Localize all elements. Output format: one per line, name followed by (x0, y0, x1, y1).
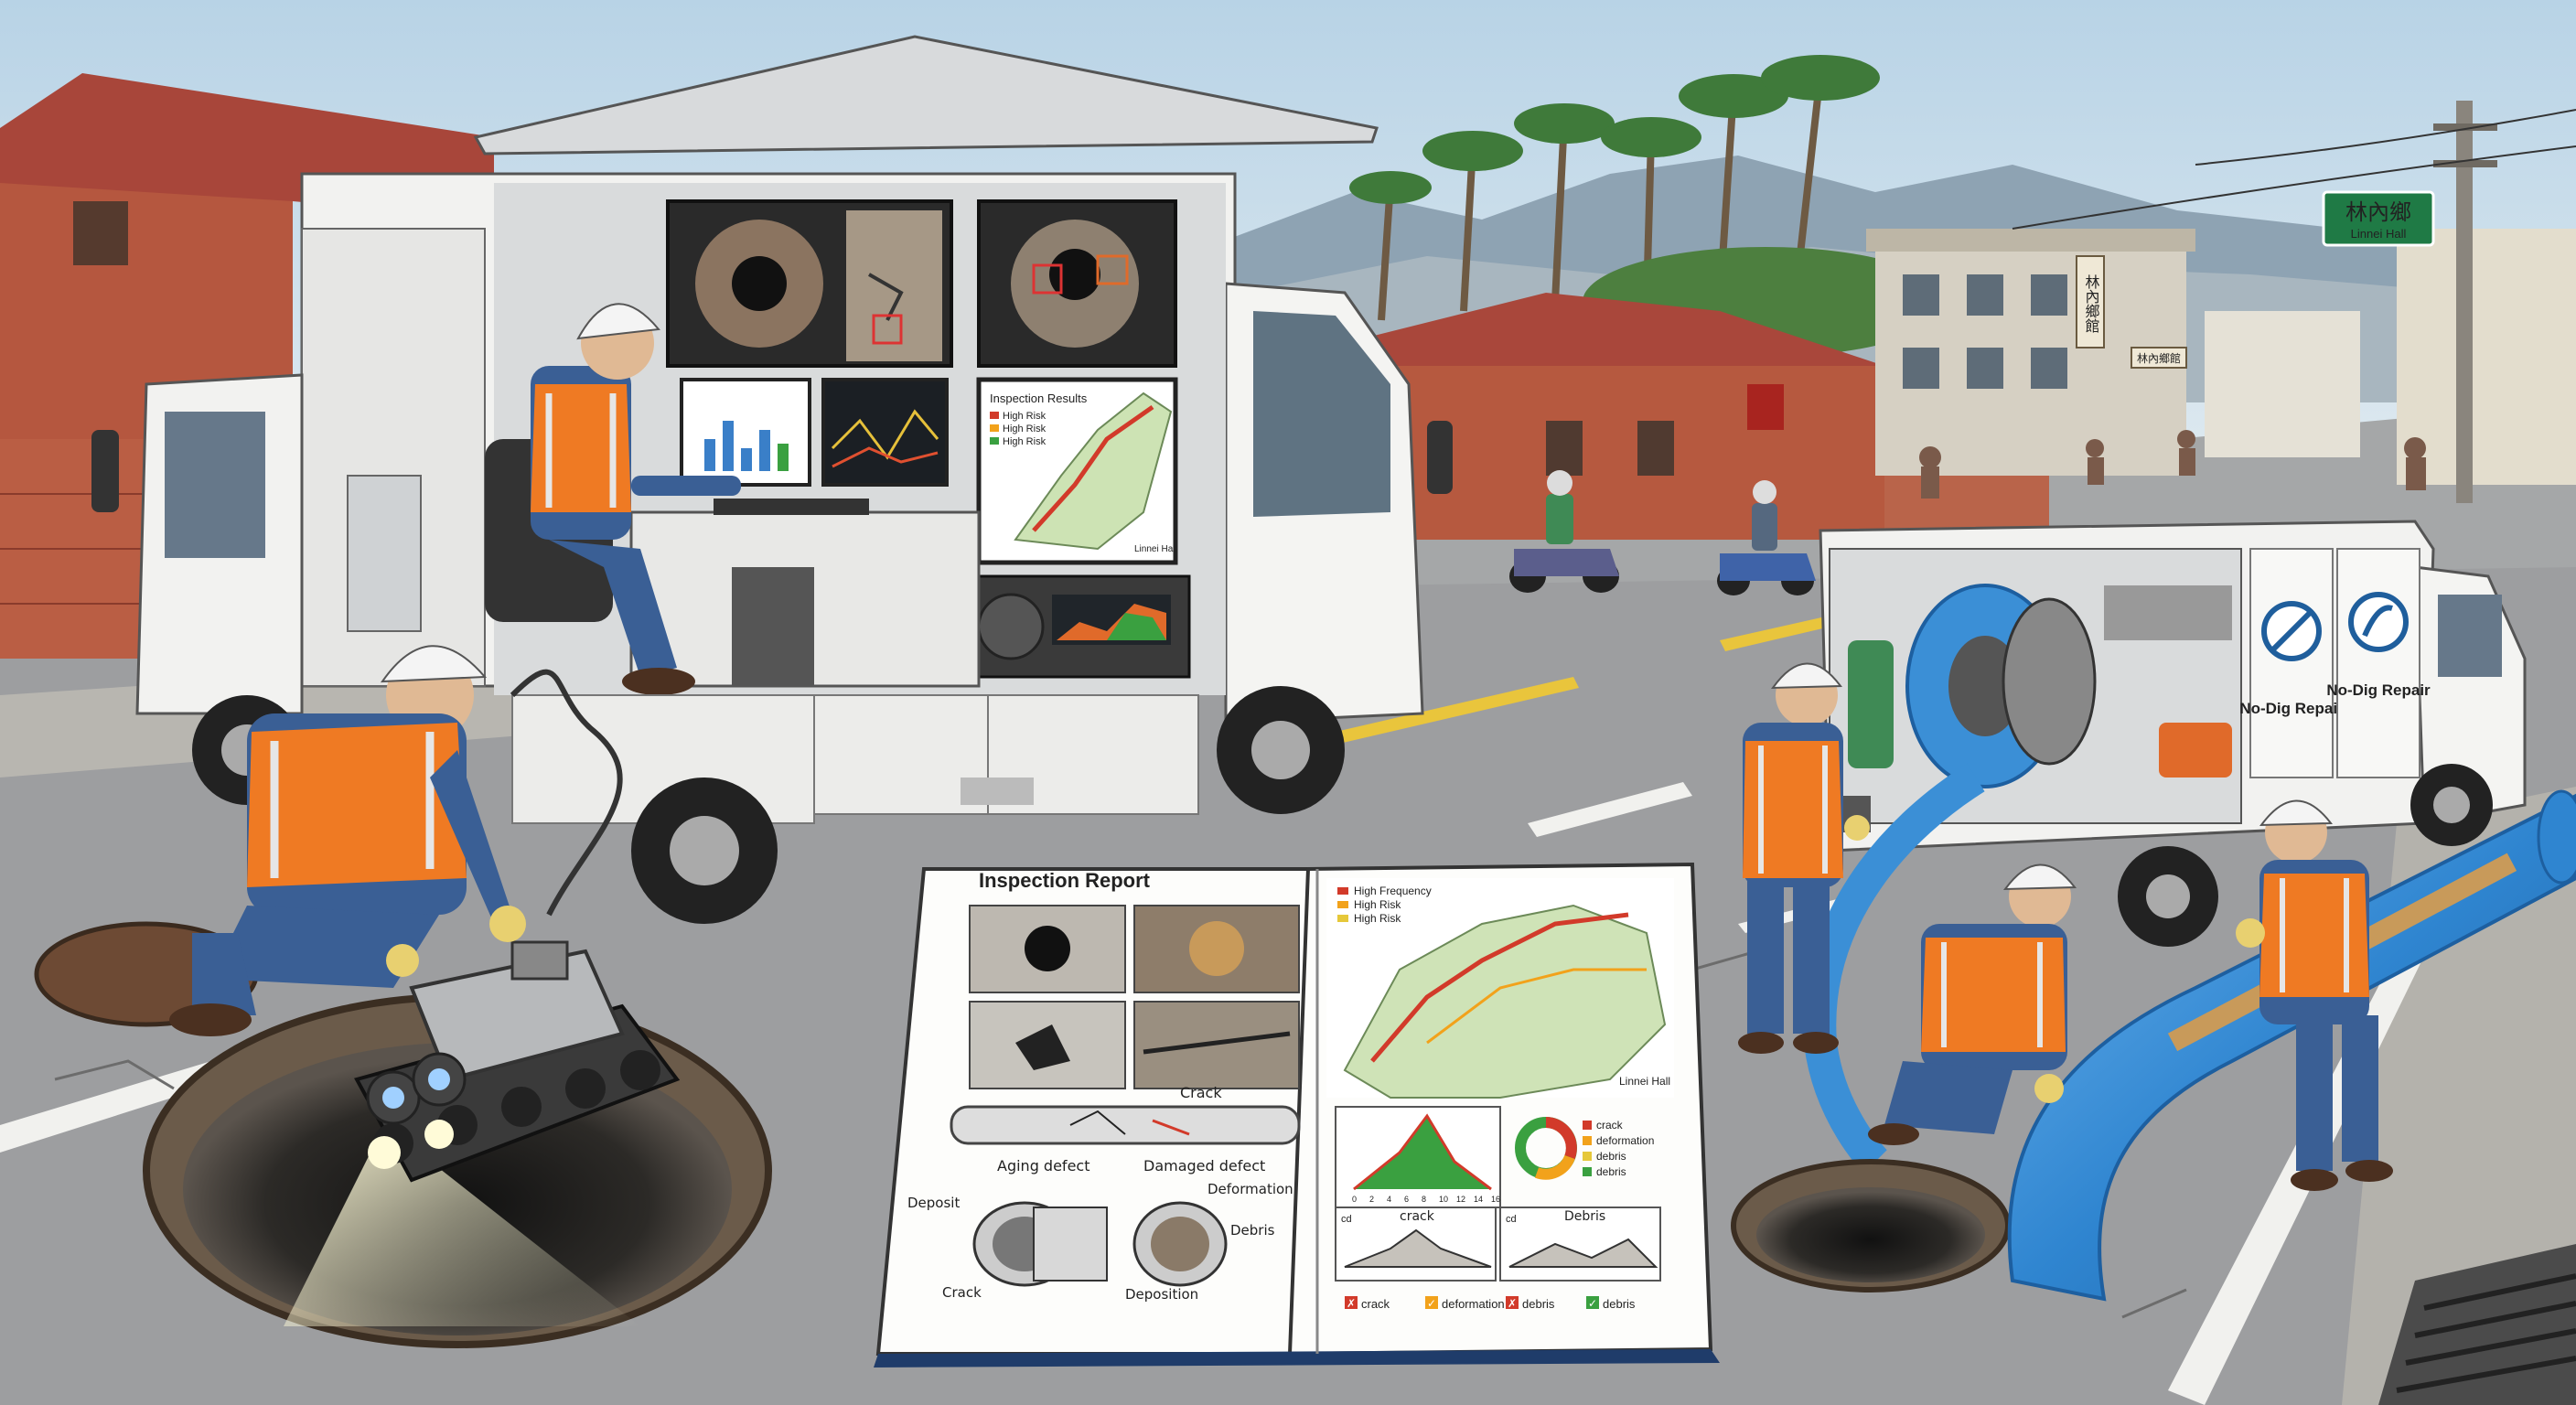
scooter-2 (1717, 480, 1816, 595)
truck-awning (473, 35, 1379, 156)
storm-drain (2378, 1244, 2576, 1405)
chart-x-tick: 16 (1491, 1195, 1500, 1204)
section-right-corner: cd (1506, 1214, 1517, 1225)
building-sign-horizontal: 林內鄉館 (2137, 351, 2181, 365)
crawler-robot (354, 940, 681, 1183)
monitor-legend-1: High Risk (1003, 411, 1046, 422)
checklist-mark: ✓ (1427, 1297, 1436, 1310)
no-dig-label-left: No-Dig Repair (2239, 700, 2344, 717)
checklist-label: deformation (1442, 1297, 1505, 1311)
no-dig-label-right: No-Dig Repair (2326, 681, 2431, 699)
building-right: 林內鄉館 林內鄉館 (1866, 229, 2576, 485)
operator-seated (485, 303, 741, 695)
report-sections: cd crack cd Debris (1335, 1207, 1661, 1282)
inspection-truck: Inspection Results High Risk High Risk H… (91, 35, 1453, 924)
checklist-mark: ✗ (1347, 1297, 1356, 1310)
label-crack-b: Crack (942, 1284, 982, 1301)
report-title: Inspection Report (979, 869, 1151, 892)
section-left-corner: cd (1341, 1214, 1352, 1225)
chart-x-tick: 10 (1439, 1195, 1448, 1204)
chart-legend-2: deformation (1596, 1134, 1654, 1147)
checklist-label: debris (1603, 1297, 1636, 1311)
chart-x-tick: 14 (1474, 1195, 1483, 1204)
robot-cable (510, 669, 623, 917)
monitor-wall (666, 199, 1177, 487)
building-sign-vertical: 林內鄉館 (2083, 274, 2100, 333)
label-debris: Debris (1230, 1222, 1275, 1239)
report-chart: 0 2 4 6 8 10 12 14 16 crack deformation debris d… (1335, 1106, 1654, 1208)
section-right-title: Debris (1564, 1209, 1605, 1224)
inspection-report: Inspection Report Crack Aging defect Dam… (874, 862, 1720, 1367)
section-left-title: crack (1400, 1209, 1435, 1224)
chart-x-tick: 2 (1369, 1195, 1374, 1204)
hose-reel (1905, 584, 2097, 788)
scooters (1509, 430, 2426, 595)
checklist-mark: ✗ (1508, 1297, 1517, 1310)
chart-x-tick: 0 (1352, 1195, 1357, 1204)
worker-standing-tablet (1738, 662, 1871, 1054)
blue-liner-pipe (2007, 789, 2576, 1302)
map-legend-2: High Risk (1354, 898, 1401, 911)
repair-truck: No-Dig Repair No-Dig Repair (1819, 520, 2527, 947)
utility-pole (2012, 101, 2576, 503)
map-legend-3: High Risk (1354, 912, 1401, 925)
checklist-mark: ✓ (1588, 1297, 1597, 1310)
monitor-legend-3: High Risk (1003, 436, 1046, 447)
no-dig-panel-right: No-Dig Repair (2326, 548, 2431, 778)
report-pipe-diagram: Crack Aging defect Damaged defect (950, 1084, 1301, 1174)
checklist-box (1425, 1296, 1438, 1309)
scooter-1 (1509, 470, 1619, 593)
label-damaged-defect: Damaged defect (1143, 1157, 1265, 1174)
monitor-title: Inspection Results (990, 391, 1088, 405)
chart-x-tick: 6 (1404, 1195, 1409, 1204)
report-map: High Frequency High Risk High Risk Linne… (1326, 878, 1674, 1099)
label-aging-defect: Aging defect (997, 1157, 1089, 1174)
map-legend-1: High Frequency (1354, 885, 1432, 897)
no-dig-panel-left: No-Dig Repair (2239, 548, 2344, 778)
label-deposit: Deposit (907, 1195, 960, 1211)
checklist-label: debris (1522, 1297, 1555, 1311)
chart-x-tick: 4 (1387, 1195, 1391, 1204)
report-photo-grid (969, 905, 1300, 1089)
label-deposition: Deposition (1125, 1286, 1198, 1303)
label-crack: Crack (1180, 1084, 1222, 1101)
street-sign-title: 林內鄉 (2345, 200, 2411, 225)
chart-legend-3: debris (1596, 1150, 1626, 1163)
chart-x-tick: 8 (1422, 1195, 1426, 1204)
monitor-footer: Linnei Hall (1134, 544, 1177, 554)
street-sign-subtitle: Linnei Hall (2351, 227, 2407, 241)
checklist-box (1506, 1296, 1519, 1309)
worker-standing-pipe (2236, 799, 2393, 1191)
street-sign: 林內鄉 Linnei Hall (2322, 190, 2435, 247)
monitor-legend-2: High Risk (1003, 424, 1046, 434)
inspection-results-monitor: Inspection Results High Risk High Risk H… (976, 377, 1178, 565)
chart-x-ticks: 0 2 4 6 8 10 12 14 16 (1352, 1195, 1500, 1204)
checklist-box (1586, 1296, 1599, 1309)
checklist-box (1345, 1296, 1358, 1309)
worker-kneeling-pipe (1868, 863, 2077, 1145)
chart-x-tick: 12 (1456, 1195, 1465, 1204)
chart-legend-4: debris (1596, 1165, 1626, 1178)
worker-kneeling-left (169, 645, 526, 1036)
chart-legend-1: crack (1596, 1119, 1624, 1132)
checklist-label: crack (1361, 1297, 1390, 1311)
open-manhole-right (1731, 1159, 2011, 1292)
map-label: Linnei Hall (1619, 1075, 1670, 1088)
report-checklist: ✗crack✓deformation✗debris✓debris (1345, 1296, 1636, 1311)
label-deformation: Deformation (1208, 1181, 1293, 1197)
report-pipe-cross-sections: Deposit Deformation Debris Crack Deposit… (907, 1181, 1293, 1303)
